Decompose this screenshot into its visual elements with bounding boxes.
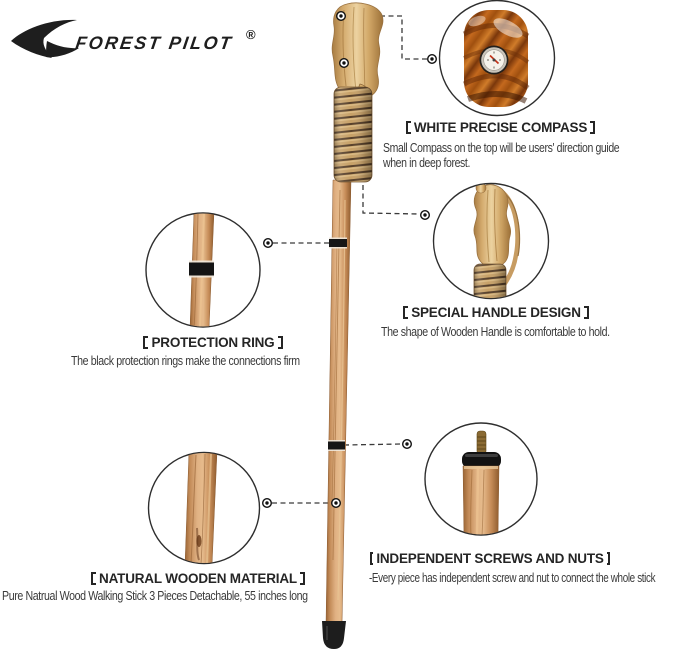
feature-heading-screws: INDEPENDENT SCREWS AND NUTS [370, 551, 610, 566]
feature-title: INDEPENDENT SCREWS AND NUTS [376, 551, 604, 566]
bracket-left [143, 336, 149, 349]
callout-circle-material [147, 451, 261, 565]
feature-desc-compass: Small Compass on the top will be users' … [383, 141, 620, 170]
feature-desc-protection-ring: The black protection rings make the conn… [71, 354, 300, 368]
callout-circle-handle [432, 182, 550, 300]
feature-title: PROTECTION RING [151, 335, 275, 350]
callout-dot [263, 237, 274, 248]
feature-desc-material: Pure Natrual Wood Walking Stick 3 Pieces… [2, 589, 308, 603]
strap-loop [497, 188, 520, 288]
black-ring-joint-icon [189, 260, 214, 278]
callout-dots [262, 10, 438, 509]
brand-name: FOREST PILOT [74, 33, 235, 53]
callout-dot [420, 209, 431, 220]
cord-wrap-grip [333, 86, 373, 183]
bracket-right [299, 572, 305, 585]
callout-dot [262, 498, 273, 509]
feature-heading-compass: WHITE PRECISE COMPASS [383, 120, 618, 135]
feature-heading-material: NATURAL WOODEN MATERIAL [78, 571, 318, 586]
bracket-right [590, 121, 596, 134]
callout-dot [402, 439, 413, 450]
wood-grain-icon [184, 453, 218, 563]
bracket-left [370, 552, 374, 565]
bracket-left [403, 306, 409, 319]
callout-circle-screws [424, 422, 538, 536]
callout-dot [336, 10, 347, 22]
screw-and-nut-icon [462, 430, 501, 468]
feature-desc-screws: -Every piece has independent screw and n… [369, 571, 656, 585]
protection-ring-lower [328, 440, 345, 451]
feature-heading-protection-ring: PROTECTION RING [93, 335, 333, 350]
callout-dot [427, 54, 438, 65]
walking-stick-photo [322, 2, 384, 649]
callout-dot [331, 498, 342, 509]
rubber-tip [322, 621, 346, 649]
feature-title: SPECIAL HANDLE DESIGN [411, 305, 581, 320]
compass-dial-icon [479, 45, 509, 75]
bracket-right [606, 552, 610, 565]
bracket-left [91, 572, 97, 585]
callout-circle-protection-ring [145, 212, 261, 328]
carved-handle-shape [473, 184, 512, 268]
callout-line-screws [343, 443, 403, 446]
feature-desc-handle: The shape of Wooden Handle is comfortabl… [381, 325, 610, 339]
feature-heading-handle: SPECIAL HANDLE DESIGN [376, 305, 616, 320]
protection-ring-upper [329, 237, 347, 249]
feature-title: NATURAL WOODEN MATERIAL [99, 571, 297, 586]
registered-trademark-symbol: ® [246, 27, 256, 42]
bracket-right [277, 336, 283, 349]
feature-title: WHITE PRECISE COMPASS [413, 120, 588, 135]
bracket-left [405, 121, 411, 134]
callout-circle-compass [438, 0, 556, 117]
callout-dot [339, 58, 350, 69]
logo-swoosh-icon [11, 19, 79, 59]
bracket-right [583, 306, 589, 319]
